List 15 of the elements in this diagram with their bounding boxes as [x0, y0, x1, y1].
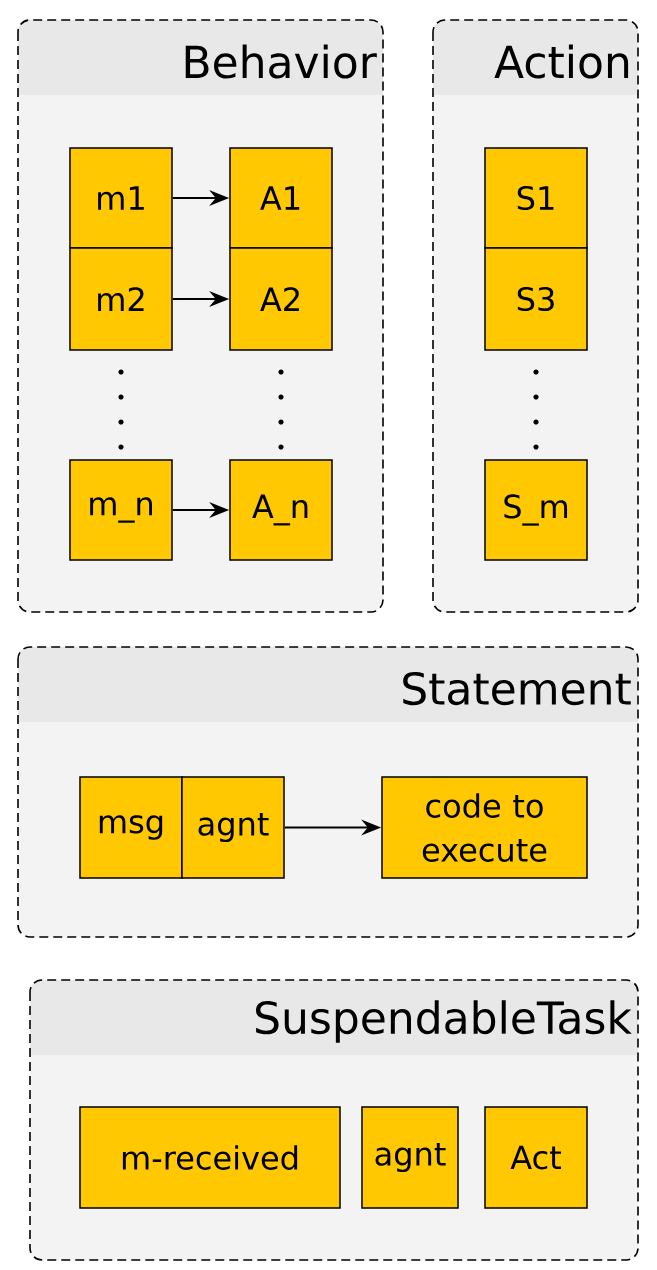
box: msg [79, 776, 183, 879]
box: agnt [361, 1106, 459, 1209]
box: m2 [69, 247, 173, 351]
box: S_m [484, 459, 588, 561]
box: m_n [69, 459, 173, 561]
box: A_n [229, 459, 333, 561]
box: agnt [181, 776, 285, 879]
box: m-received [79, 1106, 341, 1209]
box: A2 [229, 247, 333, 351]
box: code to execute [381, 776, 588, 879]
box: A1 [229, 147, 333, 249]
box: S1 [484, 147, 588, 249]
box: S3 [484, 247, 588, 351]
box: m1 [69, 147, 173, 249]
box: Act [484, 1106, 588, 1209]
